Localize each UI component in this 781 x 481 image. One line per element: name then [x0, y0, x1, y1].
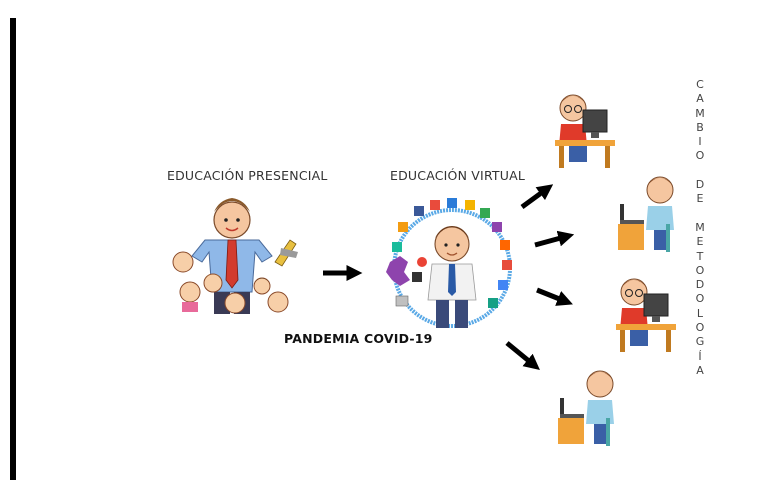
- arrow-to-student-2: [534, 230, 575, 248]
- vertical-letter: G: [695, 335, 705, 349]
- vertical-letter: Í: [698, 349, 702, 363]
- vertical-letter: B: [696, 120, 704, 134]
- vertical-letter: T: [696, 249, 704, 263]
- vertical-letter: M: [695, 106, 705, 120]
- vertical-letter: O: [695, 292, 705, 306]
- left-border-bar: [10, 18, 16, 480]
- vertical-letter: E: [696, 235, 704, 249]
- vertical-letter: O: [695, 149, 705, 163]
- vertical-letter: I: [698, 135, 702, 149]
- teacher-apps-icon: [386, 198, 512, 328]
- arrow-to-student-4: [505, 341, 540, 371]
- vertical-letter: A: [696, 92, 704, 106]
- vertical-letter: A: [696, 363, 704, 377]
- student-computer-icon: [558, 370, 614, 446]
- teacher-kids-icon: [172, 198, 298, 314]
- vertical-letter: D: [695, 178, 705, 192]
- arrow-to-student-3: [536, 287, 573, 306]
- vertical-letter: O: [695, 321, 705, 335]
- student-computer-icon: [616, 278, 676, 352]
- label-pandemia-covid: PANDEMIA COVID-19: [284, 331, 433, 346]
- vertical-letter: E: [696, 192, 704, 206]
- vertical-letter: M: [695, 220, 705, 234]
- student-computer-icon: [555, 94, 615, 168]
- vertical-letter: D: [695, 278, 705, 292]
- arrow-to-student-1: [520, 184, 554, 210]
- label-educacion-virtual: EDUCACIÓN VIRTUAL: [390, 168, 526, 183]
- student-computer-icon: [618, 176, 674, 252]
- vertical-letter: L: [696, 306, 704, 320]
- label-educacion-presencial: EDUCACIÓN PRESENCIAL: [167, 168, 328, 183]
- vertical-letter: C: [696, 78, 704, 91]
- vertical-letter: O: [695, 263, 705, 277]
